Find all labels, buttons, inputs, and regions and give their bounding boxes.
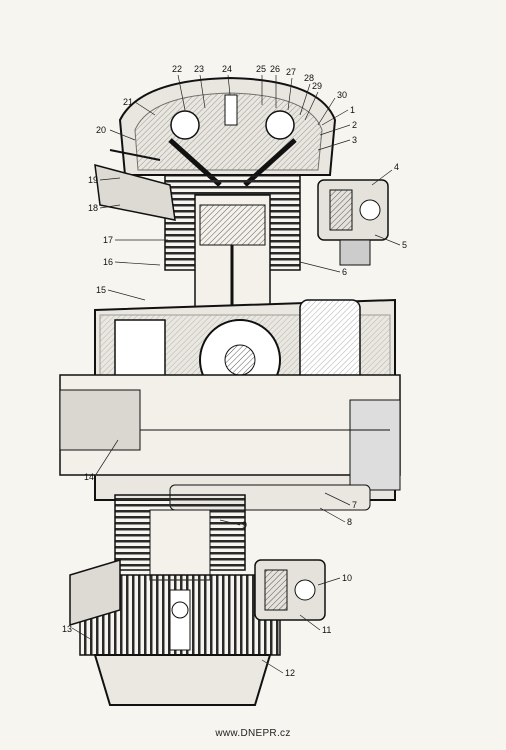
callout-30: 30 <box>337 90 347 100</box>
lower-cylinder <box>114 494 246 581</box>
callout-7: 7 <box>352 500 357 510</box>
callout-5: 5 <box>402 240 407 250</box>
callout-27: 27 <box>286 67 296 77</box>
callout-26: 26 <box>270 64 280 74</box>
callout-15: 15 <box>96 285 106 295</box>
crankcase <box>59 298 401 511</box>
intake-pipe-lower <box>69 558 121 627</box>
callout-28: 28 <box>304 73 314 83</box>
callout-19: 19 <box>88 175 98 185</box>
carburetor-upper <box>317 179 389 266</box>
callout-1: 1 <box>350 105 355 115</box>
callout-25: 25 <box>256 64 266 74</box>
callout-11: 11 <box>322 625 331 635</box>
callout-6: 6 <box>342 267 347 277</box>
callout-24: 24 <box>222 64 232 74</box>
callout-13: 13 <box>62 624 72 634</box>
callout-3: 3 <box>352 135 357 145</box>
callout-14: 14 <box>84 472 94 482</box>
watermark: www.DNEPR.cz <box>215 728 291 739</box>
callouts: 1 2 3 4 5 6 7 8 9 10 11 12 13 1 <box>62 64 407 678</box>
callout-18: 18 <box>88 203 98 213</box>
callout-21: 21 <box>123 97 133 107</box>
callout-2: 2 <box>352 120 357 130</box>
callout-12: 12 <box>285 668 295 678</box>
carburetor-lower <box>254 559 326 621</box>
callout-9: 9 <box>242 520 247 530</box>
upper-cylinder-head <box>118 76 337 187</box>
callout-8: 8 <box>347 517 352 527</box>
callout-16: 16 <box>103 257 113 267</box>
callout-17: 17 <box>103 235 113 245</box>
callout-10: 10 <box>342 573 352 583</box>
callout-20: 20 <box>96 125 106 135</box>
callout-23: 23 <box>194 64 204 74</box>
callout-29: 29 <box>312 81 322 91</box>
callout-4: 4 <box>394 162 399 172</box>
callout-22: 22 <box>172 64 182 74</box>
